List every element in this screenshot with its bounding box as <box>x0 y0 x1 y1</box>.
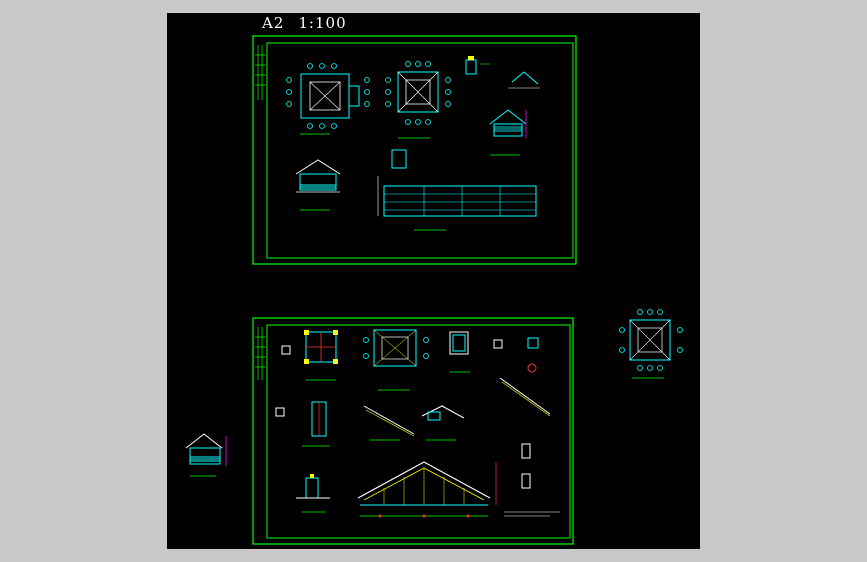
sheet-1 <box>252 35 577 265</box>
roof-framing-plan <box>363 329 429 391</box>
drawing-canvas[interactable] <box>167 13 700 549</box>
plan-view-1 <box>286 63 370 135</box>
joint-details <box>493 337 551 417</box>
sheet-1-title-strip <box>255 45 266 100</box>
fence-elevation <box>377 149 537 231</box>
side-details <box>504 443 560 517</box>
square-detail <box>449 331 470 373</box>
elevation-view-1 <box>295 159 341 211</box>
rafter-details <box>363 405 465 441</box>
sheet-1-outer-frame <box>252 35 577 265</box>
column-plan-view <box>281 330 338 381</box>
loose-elevation-left-backdrop <box>180 428 244 482</box>
sheet-scale-label: 1:100 <box>298 14 347 32</box>
sheet-2-outer-frame <box>252 317 574 545</box>
sheet-size-label: A2 <box>262 14 285 32</box>
sheet-2-inner-frame <box>266 324 571 539</box>
loose-plan-right <box>619 308 690 384</box>
sheet-title: A2 1:100 <box>262 14 361 32</box>
sheet-2 <box>252 317 574 545</box>
loose-elevation-left <box>180 428 244 482</box>
sheet-1-inner-frame <box>266 42 574 259</box>
section-view-1-1 <box>489 109 527 156</box>
truss-section <box>357 461 497 518</box>
detail-top-right <box>465 56 540 89</box>
foundation-detail <box>296 474 330 513</box>
column-details <box>275 401 330 447</box>
loose-plan-right-backdrop <box>620 308 690 384</box>
roof-plan-view <box>385 61 451 139</box>
sheet-2-title-strip <box>255 327 266 380</box>
